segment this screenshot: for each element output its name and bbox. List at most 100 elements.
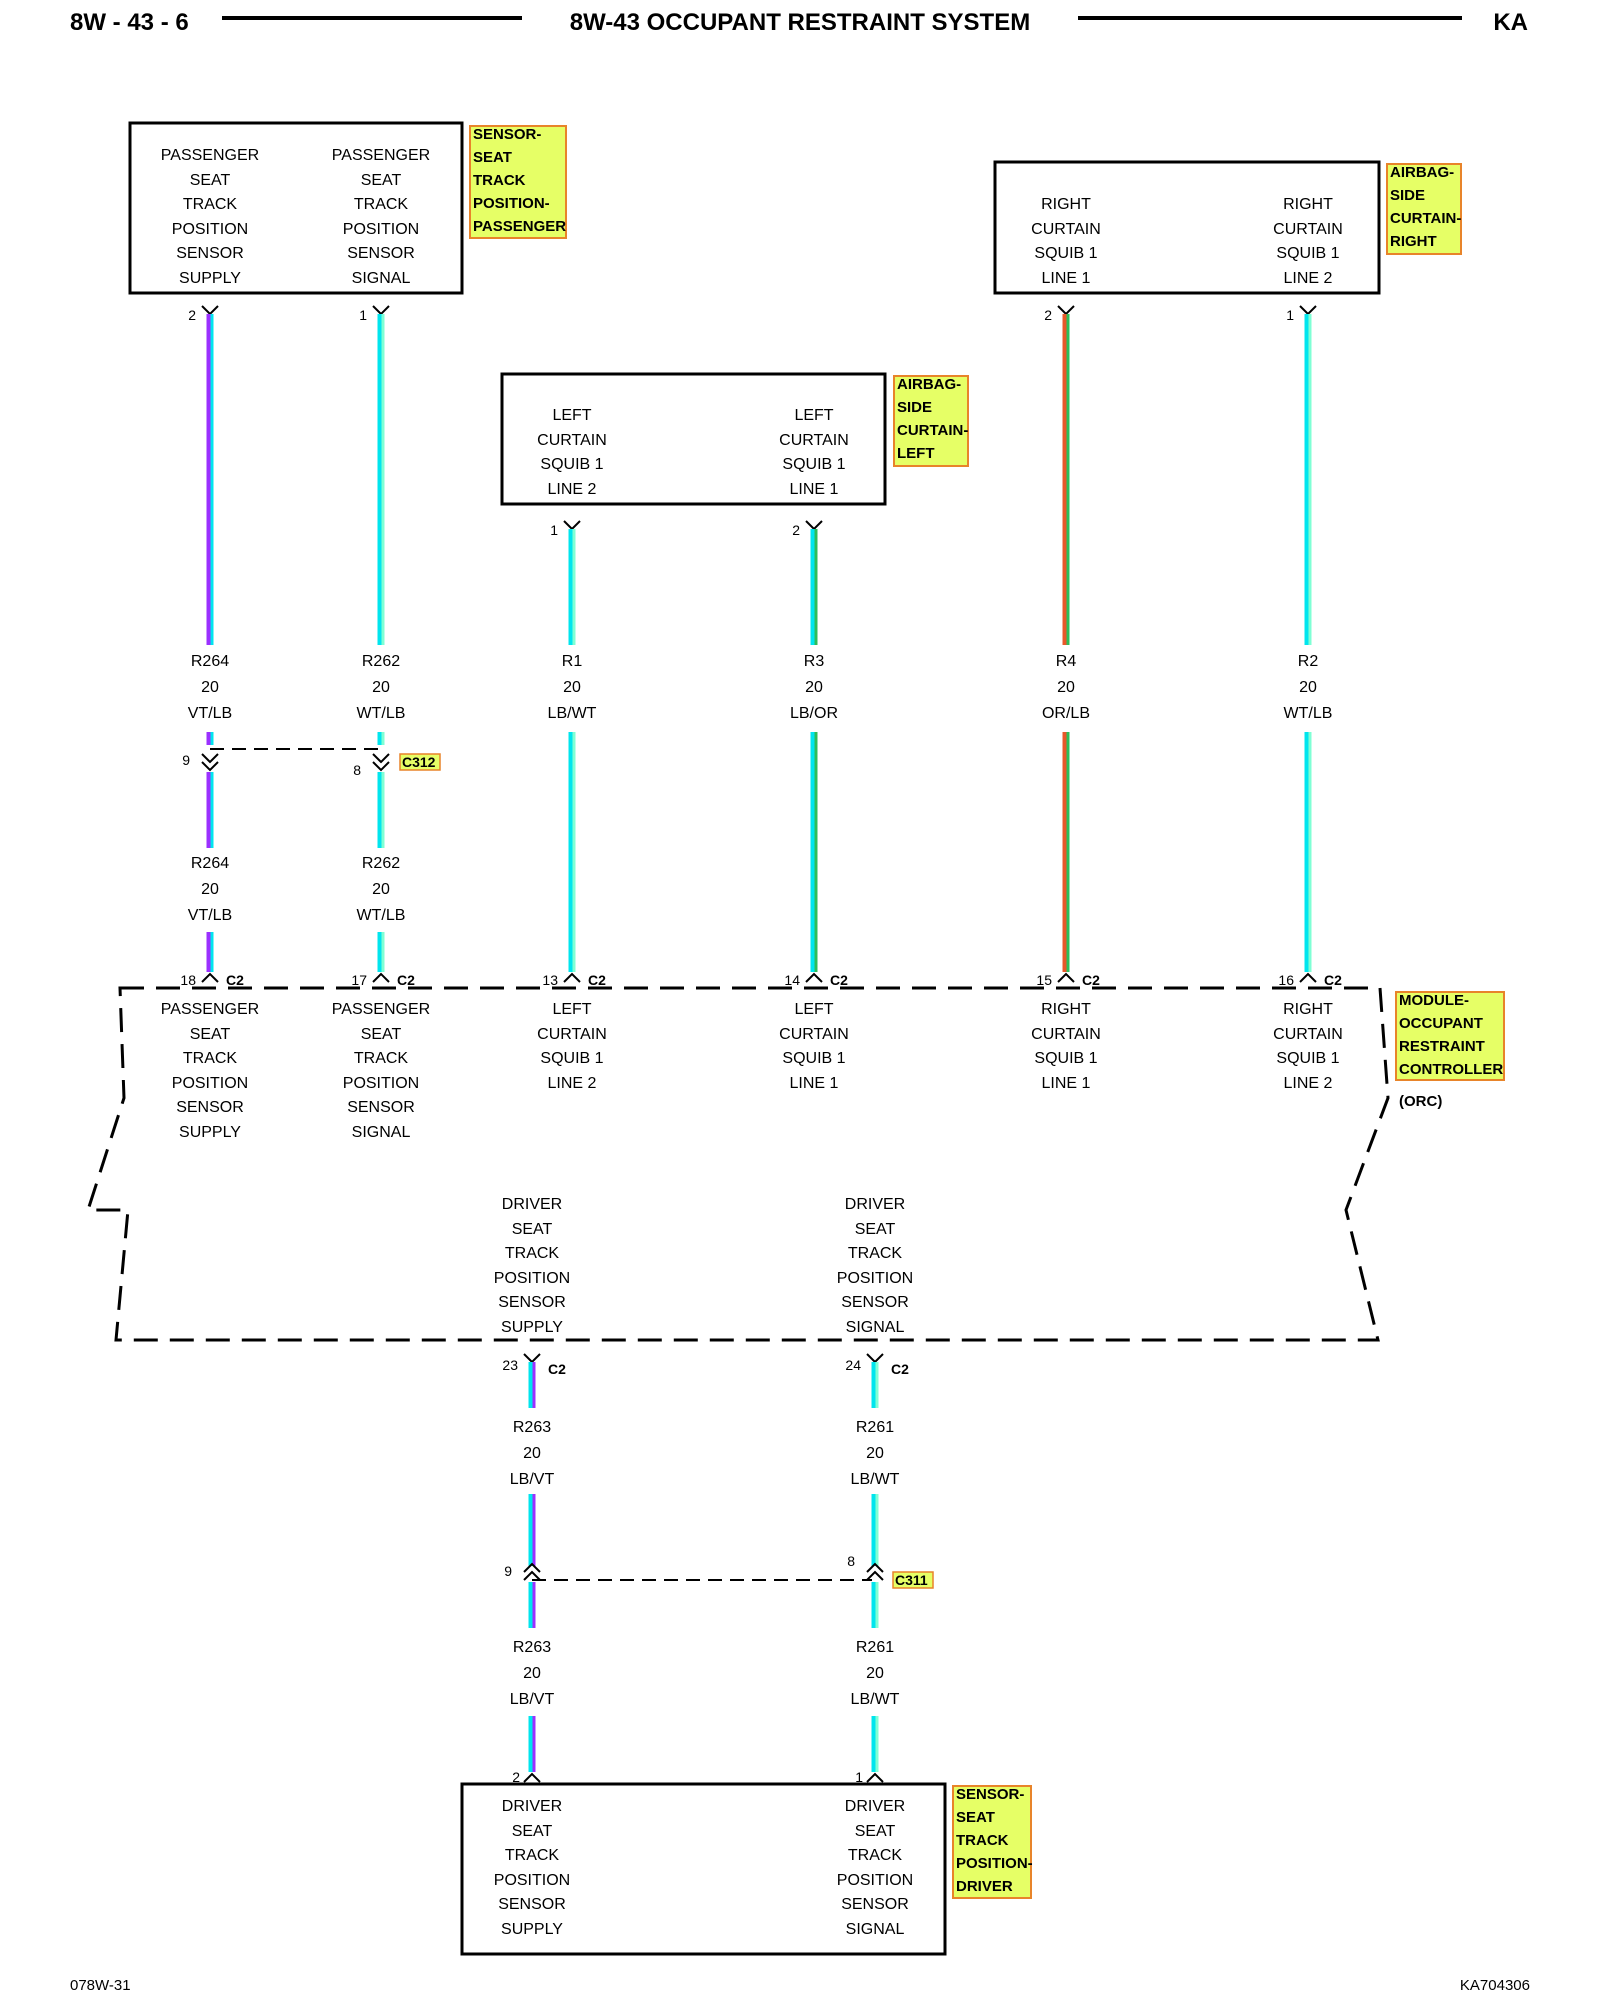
- wire-r2-top-comp-pin: 1: [1286, 307, 1294, 323]
- wire-r4-top-comp-pin: 2: [1044, 307, 1052, 323]
- wire-r264-top-orc-connector: C2: [226, 972, 244, 988]
- left-curtain-line1-label: LEFT CURTAIN SQUIB 1 LINE 1: [779, 407, 849, 498]
- orc-pin24-function-label: DRIVER SEAT TRACK POSITION SENSOR SIGNAL: [837, 1196, 913, 1336]
- orc-pin14-function-label: LEFT CURTAIN SQUIB 1 LINE 1: [779, 1001, 849, 1092]
- wire-r4-top-orc-pin: 15: [1036, 972, 1052, 988]
- svg-text:SQUIB 1: SQUIB 1: [782, 456, 845, 473]
- orc-pin15-function-label: RIGHT CURTAIN SQUIB 1 LINE 1: [1031, 1001, 1101, 1092]
- wire-r3-top-color: LB/OR: [790, 705, 838, 722]
- svg-text:TRACK: TRACK: [848, 1847, 903, 1864]
- svg-text:LINE 1: LINE 1: [1042, 270, 1091, 287]
- wire-r1-top-orc-connector: C2: [588, 972, 606, 988]
- orc-pin13-function-label: LEFT CURTAIN SQUIB 1 LINE 2: [537, 1001, 607, 1092]
- svg-text:RESTRAINT: RESTRAINT: [1399, 1038, 1485, 1055]
- svg-text:TRACK: TRACK: [183, 1050, 238, 1067]
- svg-text:LEFT: LEFT: [794, 407, 833, 424]
- svg-text:SEAT: SEAT: [956, 1809, 995, 1826]
- svg-text:CURTAIN: CURTAIN: [1273, 221, 1343, 238]
- passenger-sensor-supply-label: PASSENGER SEAT TRACK POSITION SENSOR SUP…: [161, 147, 259, 287]
- wire-r264-top-comp-pin: 2: [188, 307, 196, 323]
- airbag-left-callout: AIRBAG- SIDE CURTAIN- LEFT: [893, 375, 969, 467]
- wire-r261-bottom-comp-pin: 1: [855, 1769, 863, 1785]
- orc-abbreviation: (ORC): [1399, 1093, 1442, 1110]
- wire-r4-top-orc-connector: C2: [1082, 972, 1100, 988]
- wire-r1-top-comp-pin: 1: [550, 522, 558, 538]
- svg-text:SUPPLY: SUPPLY: [501, 1319, 563, 1336]
- svg-text:SUPPLY: SUPPLY: [501, 1921, 563, 1938]
- driver-sensor-supply-label: DRIVER SEAT TRACK POSITION SENSOR SUPPLY: [494, 1798, 570, 1938]
- svg-text:SENSOR: SENSOR: [498, 1896, 566, 1913]
- svg-text:SUPPLY: SUPPLY: [179, 1124, 241, 1141]
- svg-text:LEFT: LEFT: [794, 1001, 833, 1018]
- page-code: 8W - 43 - 6: [70, 9, 189, 36]
- svg-text:POSITION: POSITION: [172, 1075, 248, 1092]
- driver-sensor-signal-label: DRIVER SEAT TRACK POSITION SENSOR SIGNAL: [837, 1798, 913, 1938]
- svg-text:CURTAIN: CURTAIN: [537, 1026, 607, 1043]
- svg-text:SENSOR-: SENSOR-: [473, 126, 541, 143]
- wire-r261-bottom-gauge-b: 20: [866, 1665, 884, 1682]
- svg-text:SQUIB 1: SQUIB 1: [540, 1050, 603, 1067]
- svg-text:TRACK: TRACK: [505, 1245, 560, 1262]
- wire-r1-top-comp-terminal: [563, 520, 581, 531]
- svg-text:SENSOR: SENSOR: [176, 245, 244, 262]
- svg-text:CURTAIN: CURTAIN: [779, 1026, 849, 1043]
- svg-text:CURTAIN-: CURTAIN-: [897, 422, 968, 439]
- orc-pin16-function-label: RIGHT CURTAIN SQUIB 1 LINE 2: [1273, 1001, 1343, 1092]
- svg-text:DRIVER: DRIVER: [502, 1196, 562, 1213]
- svg-text:OCCUPANT: OCCUPANT: [1399, 1015, 1483, 1032]
- airbag-right-callout: AIRBAG- SIDE CURTAIN- RIGHT: [1386, 163, 1462, 255]
- orc-pin17-function-label: PASSENGER SEAT TRACK POSITION SENSOR SIG…: [332, 1001, 430, 1141]
- wire-r264-top-gauge: 20: [201, 679, 219, 696]
- svg-text:RIGHT: RIGHT: [1041, 1001, 1091, 1018]
- wire-r264-top-inline-connector: [201, 753, 219, 772]
- svg-text:LEFT: LEFT: [897, 445, 935, 462]
- svg-text:SIDE: SIDE: [897, 399, 932, 416]
- wire-r2-top-orc-pin: 16: [1278, 972, 1294, 988]
- wire-r263-bottom-orc-pin: 23: [502, 1357, 518, 1373]
- svg-text:SQUIB 1: SQUIB 1: [1034, 1050, 1097, 1067]
- wire-r1-top-color: LB/WT: [548, 705, 597, 722]
- svg-text:SENSOR: SENSOR: [347, 1099, 415, 1116]
- svg-text:AIRBAG-: AIRBAG-: [1390, 164, 1454, 181]
- right-curtain-airbag-box: [993, 160, 1381, 295]
- sensor-passenger-callout: SENSOR- SEAT TRACK POSITION- PASSENGER: [469, 125, 567, 239]
- driver-seat-track-sensor-box: [460, 1782, 947, 1956]
- wire-r3-top-gauge: 20: [805, 679, 823, 696]
- orc-pin18-function-label: PASSENGER SEAT TRACK POSITION SENSOR SUP…: [161, 1001, 259, 1141]
- wire-r1-top-orc-terminal: [563, 972, 581, 983]
- svg-text:POSITION-: POSITION-: [473, 195, 550, 212]
- svg-text:LINE 2: LINE 2: [1284, 1075, 1333, 1092]
- wire-r262-top-color-b: WT/LB: [357, 907, 406, 924]
- svg-text:SENSOR-: SENSOR-: [956, 1786, 1024, 1803]
- svg-text:TRACK: TRACK: [956, 1832, 1009, 1849]
- wire-r262-top-circuit: R262: [362, 653, 400, 670]
- wire-r261-bottom-circuit-b: R261: [856, 1639, 894, 1656]
- svg-text:DRIVER: DRIVER: [502, 1798, 562, 1815]
- svg-text:SEAT: SEAT: [855, 1823, 896, 1840]
- wire-r263-bottom-comp-terminal: [523, 1772, 541, 1783]
- wire-r261-bottom-inline-pin: 8: [847, 1553, 855, 1569]
- wire-r3-top-comp-pin: 2: [792, 522, 800, 538]
- orc-pin23-function-label: DRIVER SEAT TRACK POSITION SENSOR SUPPLY: [494, 1196, 570, 1336]
- left-curtain-airbag-box: [500, 372, 887, 506]
- wire-r3-top-orc-terminal: [805, 972, 823, 983]
- wire-r262-top-orc-pin: 17: [351, 972, 367, 988]
- wire-r264-top-inline-pin: 9: [182, 752, 190, 768]
- wire-r262-top-inline-pin: 8: [353, 762, 361, 778]
- svg-text:CURTAIN: CURTAIN: [1031, 221, 1101, 238]
- svg-text:PASSENGER: PASSENGER: [161, 1001, 259, 1018]
- svg-text:DRIVER: DRIVER: [845, 1196, 905, 1213]
- wire-r263-bottom-orc-connector: C2: [548, 1361, 566, 1377]
- svg-text:RIGHT: RIGHT: [1283, 196, 1333, 213]
- wire-r264-top-circuit-b: R264: [191, 855, 229, 872]
- svg-text:C312: C312: [402, 754, 436, 770]
- wire-r263-bottom-inline-connector: [523, 1562, 541, 1581]
- svg-text:SIGNAL: SIGNAL: [846, 1921, 905, 1938]
- wire-r4-top-orc-terminal: [1057, 972, 1075, 983]
- svg-text:RIGHT: RIGHT: [1390, 233, 1437, 250]
- wire-r263-bottom-circuit: R263: [513, 1419, 551, 1436]
- wire-r2-top-orc-connector: C2: [1324, 972, 1342, 988]
- svg-text:AIRBAG-: AIRBAG-: [897, 376, 961, 393]
- footer-drawing-number: KA704306: [1460, 1977, 1530, 1994]
